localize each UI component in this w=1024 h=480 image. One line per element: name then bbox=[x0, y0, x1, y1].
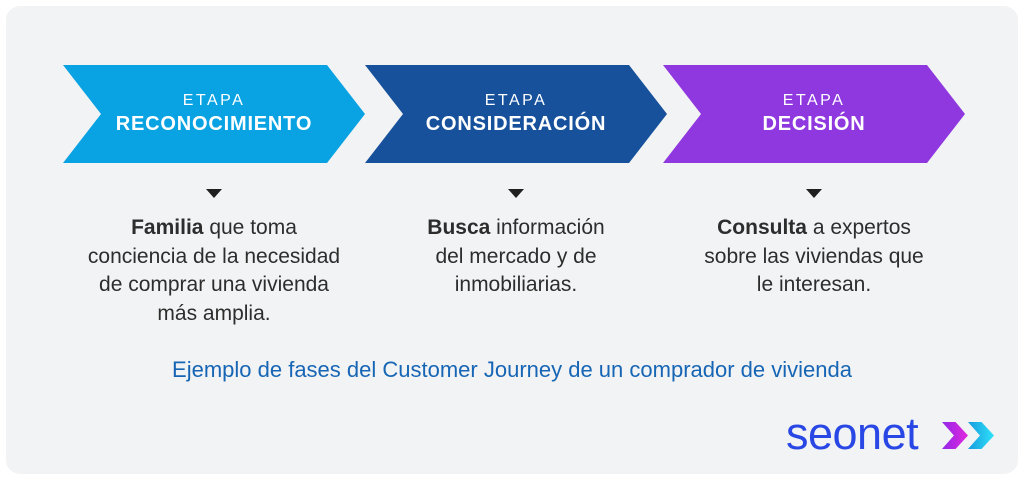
description-line: más amplia. bbox=[157, 301, 271, 325]
stage-description-consideracion: Busca información del mercado y de inmob… bbox=[356, 214, 676, 300]
figure-caption: Ejemplo de fases del Customer Journey de… bbox=[172, 357, 852, 382]
description-line: sobre las viviendas que bbox=[704, 244, 924, 268]
down-arrow-icon bbox=[206, 189, 222, 198]
description-line: Familia que toma bbox=[131, 216, 297, 239]
stage-banner-consideracion: ETAPA CONSIDERACIÓN bbox=[365, 65, 667, 163]
stage-name: CONSIDERACIÓN bbox=[425, 113, 607, 135]
description-line: Busca información bbox=[427, 216, 605, 239]
description-line: le interesan. bbox=[756, 273, 872, 296]
stage-description-reconocimiento: Familia que toma conciencia de la necesi… bbox=[54, 214, 374, 328]
description-line: Consulta a expertos bbox=[717, 216, 911, 239]
stage-description-decision: Consulta a expertos sobre las viviendas … bbox=[654, 214, 974, 300]
description-line: de comprar una vivienda bbox=[99, 273, 329, 296]
stage-tag: ETAPA bbox=[182, 92, 246, 109]
description-line: inmobiliarias. bbox=[454, 273, 578, 296]
seonet-logo-text: seonet bbox=[786, 408, 919, 459]
down-arrow-icon bbox=[508, 189, 524, 198]
description-line: conciencia de la necesidad bbox=[87, 244, 341, 268]
stage-name: RECONOCIMIENTO bbox=[115, 113, 313, 135]
stage-tag: ETAPA bbox=[782, 92, 846, 109]
down-arrow-icon bbox=[806, 189, 822, 198]
stage-banner-reconocimiento: ETAPA RECONOCIMIENTO bbox=[63, 65, 365, 163]
stage-banner-decision: ETAPA DECISIÓN bbox=[663, 65, 965, 163]
description-line: del mercado y de bbox=[435, 244, 597, 268]
stage-tag: ETAPA bbox=[484, 92, 548, 109]
stage-name: DECISIÓN bbox=[762, 113, 866, 135]
